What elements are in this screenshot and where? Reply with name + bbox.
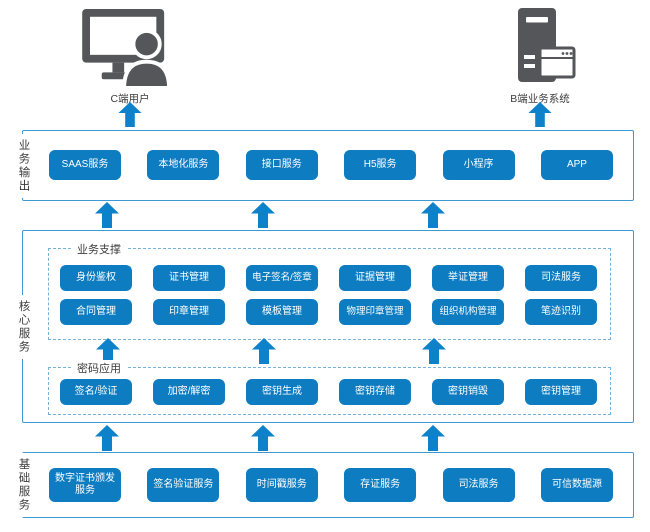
up-arrow-icon	[118, 102, 142, 127]
up-arrow-icon	[251, 202, 275, 228]
button-trusted-data-source: 可信数据源	[540, 468, 613, 502]
button-signature-verification-service: 签名验证服务	[147, 468, 220, 502]
button-api-service: 接口服务	[245, 150, 318, 180]
button-encrypt-decrypt: 加密/解密	[153, 379, 225, 405]
group-crypto-application-label: 密码应用	[71, 360, 127, 376]
button-certificate-mgmt: 证书管理	[153, 265, 225, 291]
group-crypto-application: 密码应用 签名/验证 加密/解密 密钥生成 密钥存储 密钥销毁 密钥管理	[48, 360, 611, 415]
up-arrow-icon	[251, 425, 275, 451]
layer-business-output: 业务输出 SAAS服务 本地化服务 接口服务 H5服务 小程序 APP	[15, 130, 634, 201]
button-evidence-mgmt: 证据管理	[339, 265, 411, 291]
up-arrow-icon	[95, 425, 119, 451]
button-judicial-service: 司法服务	[525, 265, 597, 291]
up-arrow-icon	[422, 338, 446, 364]
layer-business-output-label: 业务输出	[15, 133, 31, 198]
business-output-row: SAAS服务 本地化服务 接口服务 H5服务 小程序 APP	[49, 150, 613, 180]
desktop-user-icon	[82, 8, 171, 88]
button-localization-service: 本地化服务	[147, 150, 220, 180]
b-system-endpoint: B端业务系统	[503, 8, 577, 106]
button-sign-verify: 签名/验证	[60, 379, 132, 405]
c-user-endpoint: C端用户	[80, 8, 180, 106]
up-arrow-icon	[421, 425, 445, 451]
up-arrow-icon	[421, 202, 445, 228]
layer-basic-services: 基础服务 数字证书颁发服务 签名验证服务 时间戳服务 存证服务 司法服务 可信数…	[15, 452, 634, 518]
basic-services-row: 数字证书颁发服务 签名验证服务 时间戳服务 存证服务 司法服务 可信数据源	[49, 468, 613, 502]
business-support-row-2: 合同管理 印章管理 模板管理 物理印章管理 组织机构管理 笔迹识别	[60, 299, 597, 325]
button-proof-mgmt: 举证管理	[432, 265, 504, 291]
up-arrow-icon	[528, 102, 552, 127]
server-window-icon	[518, 8, 576, 82]
button-seal-mgmt: 印章管理	[153, 299, 225, 325]
button-contract-mgmt: 合同管理	[60, 299, 132, 325]
button-identity-auth: 身份鉴权	[60, 265, 132, 291]
up-arrow-icon	[95, 202, 119, 228]
button-template-mgmt: 模板管理	[246, 299, 318, 325]
b-system-label: B端业务系统	[510, 93, 570, 105]
group-business-support-label: 业务支撑	[71, 241, 127, 257]
up-arrow-icon	[96, 338, 120, 364]
button-timestamp-service: 时间戳服务	[245, 468, 318, 502]
crypto-application-row: 签名/验证 加密/解密 密钥生成 密钥存储 密钥销毁 密钥管理	[60, 379, 597, 405]
c-user-label: C端用户	[110, 93, 150, 105]
button-saas-service: SAAS服务	[49, 150, 121, 180]
button-key-generation: 密钥生成	[246, 379, 318, 405]
button-h5-service: H5服务	[344, 150, 417, 180]
layer-core-services-label: 核心服务	[15, 294, 31, 359]
button-key-storage: 密钥存储	[339, 379, 411, 405]
button-e-signature-seal: 电子签名/签章	[246, 265, 318, 291]
business-support-row-1: 身份鉴权 证书管理 电子签名/签章 证据管理 举证管理 司法服务	[60, 265, 597, 291]
up-arrow-icon	[252, 338, 276, 364]
button-judicial-service-basic: 司法服务	[442, 468, 515, 502]
button-mini-program: 小程序	[442, 150, 515, 180]
button-physical-seal-mgmt: 物理印章管理	[339, 299, 411, 325]
button-handwriting-recognition: 笔迹识别	[525, 299, 597, 325]
group-business-support: 业务支撑 身份鉴权 证书管理 电子签名/签章 证据管理 举证管理 司法服务 合同…	[48, 241, 611, 340]
layer-core-services: 核心服务 业务支撑 身份鉴权 证书管理 电子签名/签章 证据管理 举证管理 司法…	[15, 230, 634, 423]
button-key-mgmt: 密钥管理	[525, 379, 597, 405]
button-key-destruction: 密钥销毁	[432, 379, 504, 405]
layer-basic-services-label: 基础服务	[15, 453, 31, 517]
button-evidence-storage-service: 存证服务	[344, 468, 417, 502]
button-app: APP	[540, 150, 613, 180]
button-organization-mgmt: 组织机构管理	[432, 299, 504, 325]
button-digital-cert-issuance: 数字证书颁发服务	[49, 468, 121, 502]
